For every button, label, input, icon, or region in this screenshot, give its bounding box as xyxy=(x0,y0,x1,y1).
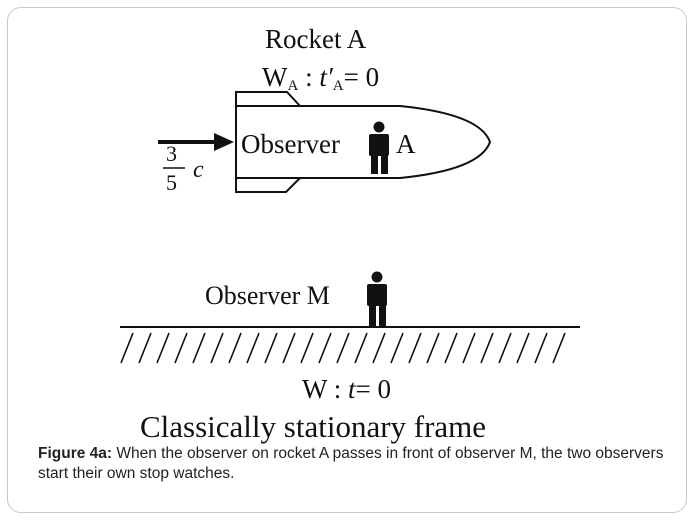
figure-frame xyxy=(7,7,687,513)
observer-a-letter: A xyxy=(396,129,416,159)
rocket-time-value: = 0 xyxy=(343,62,380,92)
ground-time-equation: W : t= 0 xyxy=(302,376,391,403)
ground-frame-symbol: W xyxy=(302,374,327,404)
ground-time-value: = 0 xyxy=(355,374,392,404)
ground-frame-title: Classically stationary frame xyxy=(140,409,487,444)
velocity-arrow xyxy=(158,133,234,151)
rocket-time-equation: WA : t′A= 0 xyxy=(262,64,379,94)
caption-label: Figure 4a: xyxy=(38,445,113,462)
rocket-frame-symbol: W xyxy=(262,62,288,92)
caption-text: When the observer on rocket A passes in … xyxy=(38,445,664,482)
figure-caption: Figure 4a: When the observer on rocket A… xyxy=(38,444,678,484)
observer-a-label: Observer xyxy=(241,129,340,159)
observer-a-figure xyxy=(369,121,389,174)
rocket-time-var: t′ xyxy=(319,62,333,92)
rocket-time-subscript: A xyxy=(332,78,344,94)
rocket-title: Rocket A xyxy=(265,24,367,54)
speed-numerator: 3 xyxy=(166,141,177,166)
ground-colon: : xyxy=(327,374,349,404)
rocket-a xyxy=(235,91,492,193)
speed-denominator: 5 xyxy=(166,170,177,195)
rocket-colon: : xyxy=(298,62,320,92)
relativity-diagram xyxy=(120,91,580,364)
ground-hatching xyxy=(120,332,566,364)
observer-m-label: Observer M xyxy=(205,281,330,310)
ground-time-var: t xyxy=(348,374,356,404)
observer-m-figure xyxy=(367,271,387,326)
speed-unit: c xyxy=(193,157,204,183)
rocket-frame-subscript: A xyxy=(287,78,299,94)
